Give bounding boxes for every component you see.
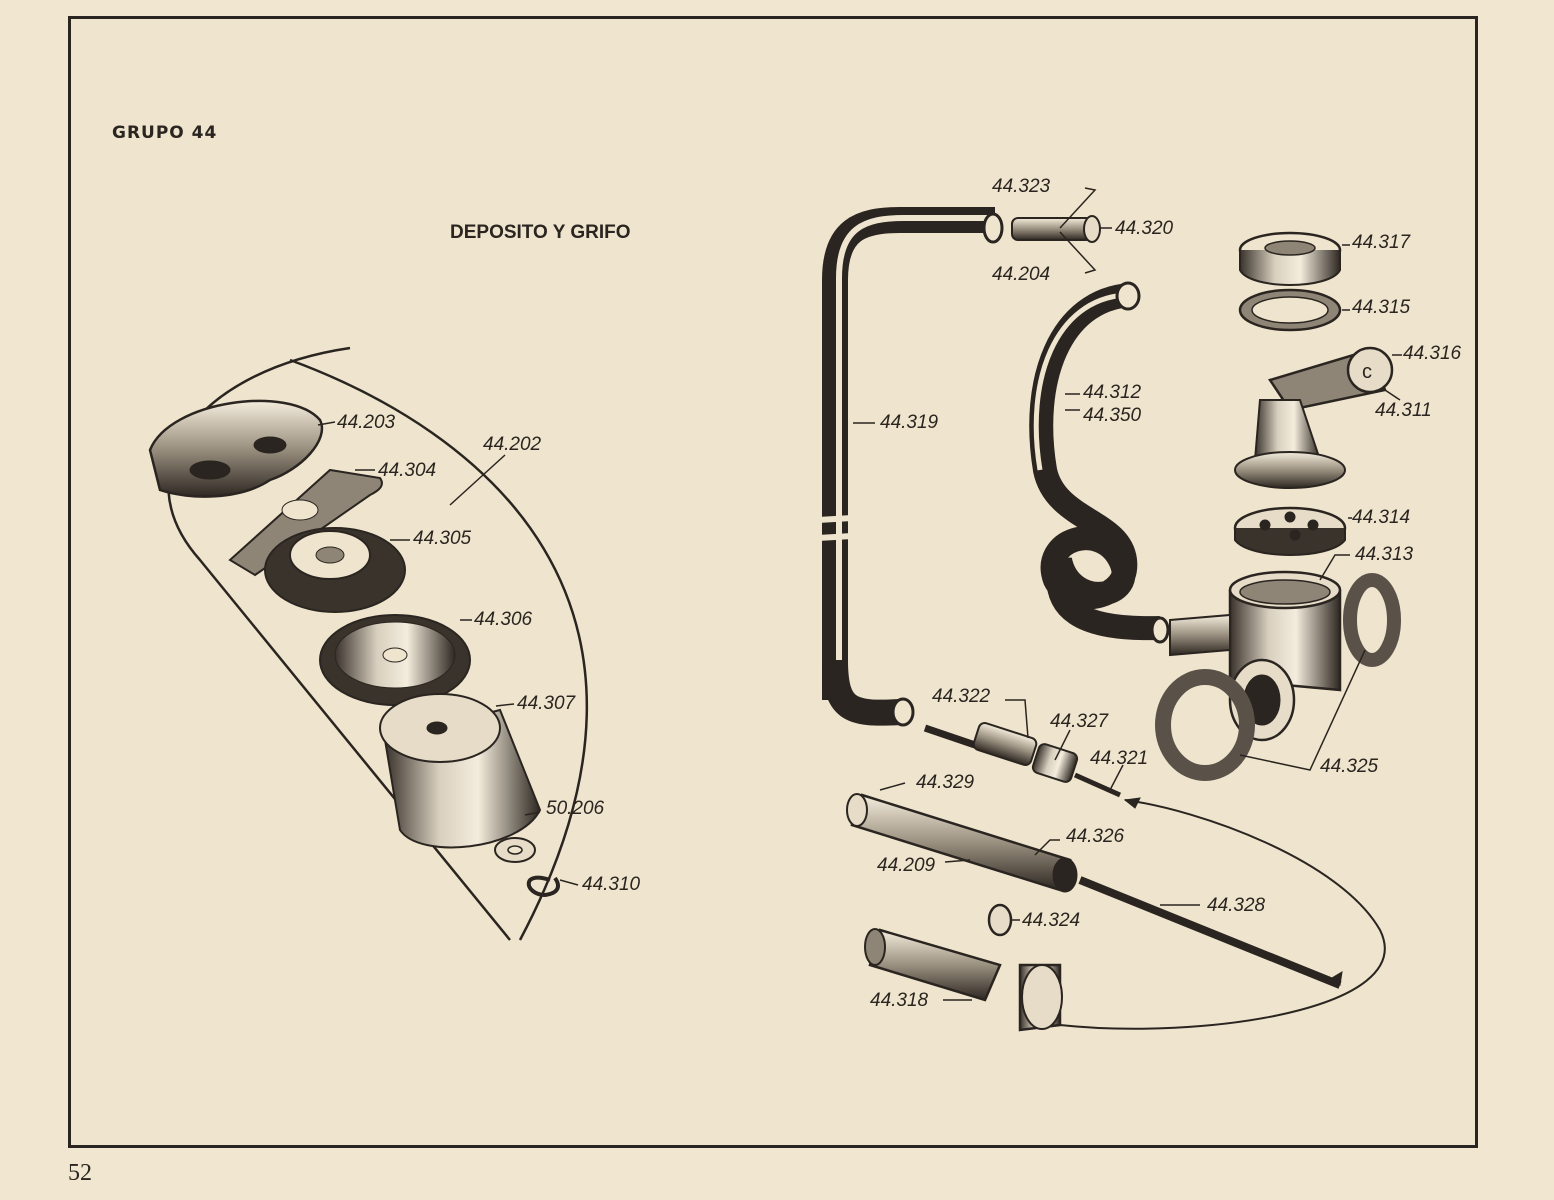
filter-star [264, 527, 406, 613]
coiled-pipe [1029, 281, 1170, 644]
part-label-44-209: 44.209 [877, 855, 936, 876]
tank-cap-knob [148, 399, 324, 498]
threaded-ring [1238, 231, 1342, 286]
part-label-44-327: 44.327 [1050, 711, 1109, 732]
part-label-44-323: 44.323 [992, 176, 1051, 197]
part-label-44-324: 44.324 [1022, 910, 1081, 931]
part-label-44-317: 44.317 [1352, 232, 1411, 253]
union-nut [1011, 217, 1093, 241]
part-label-44-329: 44.329 [916, 772, 975, 793]
part-label-44-325: 44.325 [1320, 756, 1379, 777]
part-label-44-204: 44.204 [992, 264, 1051, 285]
part-label-44-315: 44.315 [1352, 297, 1411, 318]
filter-bowl [319, 614, 471, 706]
fuel-pipe [817, 207, 1004, 727]
part-label-44-202: 44.202 [483, 434, 542, 455]
assembly-arrow [1059, 799, 1386, 1030]
part-label-44-314: 44.314 [1352, 507, 1411, 528]
arrow-head [1123, 797, 1141, 809]
part-label-44-318: 44.318 [870, 990, 929, 1011]
gasket-plate [228, 468, 383, 577]
part-label-44-326: 44.326 [1066, 826, 1125, 847]
page-number: 52 [68, 1160, 92, 1186]
banjo-bolt [864, 928, 1063, 1032]
part-label-44-311: 44.311 [1375, 400, 1432, 421]
tap-lever: c [1234, 346, 1394, 489]
part-label-44-313: 44.313 [1355, 544, 1414, 565]
filter-insert [923, 721, 1122, 798]
filter-cup [379, 693, 542, 849]
leader-line [449, 454, 506, 506]
assembly-bracket-curve [289, 358, 589, 941]
part-label-44-328: 44.328 [1207, 895, 1266, 916]
part-label-44-304: 44.304 [378, 460, 437, 481]
part-label-50-206: 50.206 [546, 798, 605, 819]
rod [1078, 876, 1342, 989]
circlip [526, 875, 560, 898]
part-label-44-203: 44.203 [337, 412, 396, 433]
part-label-44-321: 44.321 [1090, 748, 1149, 769]
section-title: DEPOSITO Y GRIFO [450, 222, 631, 243]
part-label-44-316: 44.316 [1403, 343, 1462, 364]
tap-body [1169, 570, 1401, 742]
part-label-44-307: 44.307 [517, 693, 576, 714]
part-label-44-312: 44.312 [1083, 382, 1142, 403]
part-label-44-305: 44.305 [413, 528, 472, 549]
group-title: GRUPO 44 [112, 123, 218, 143]
part-label-44-350: 44.350 [1083, 405, 1142, 426]
part-label-44-319: 44.319 [880, 412, 939, 433]
fibre-washer [1155, 669, 1255, 781]
part-label-44-306: 44.306 [474, 609, 533, 630]
svg-text:c: c [1362, 361, 1372, 383]
part-label-44-322: 44.322 [932, 686, 991, 707]
part-label-44-310: 44.310 [582, 874, 641, 895]
small-washer [987, 903, 1013, 937]
part-label-44-320: 44.320 [1115, 218, 1174, 239]
filter-tube [846, 793, 1078, 893]
tap-disc [1233, 506, 1347, 556]
arrow-head [1331, 971, 1343, 986]
